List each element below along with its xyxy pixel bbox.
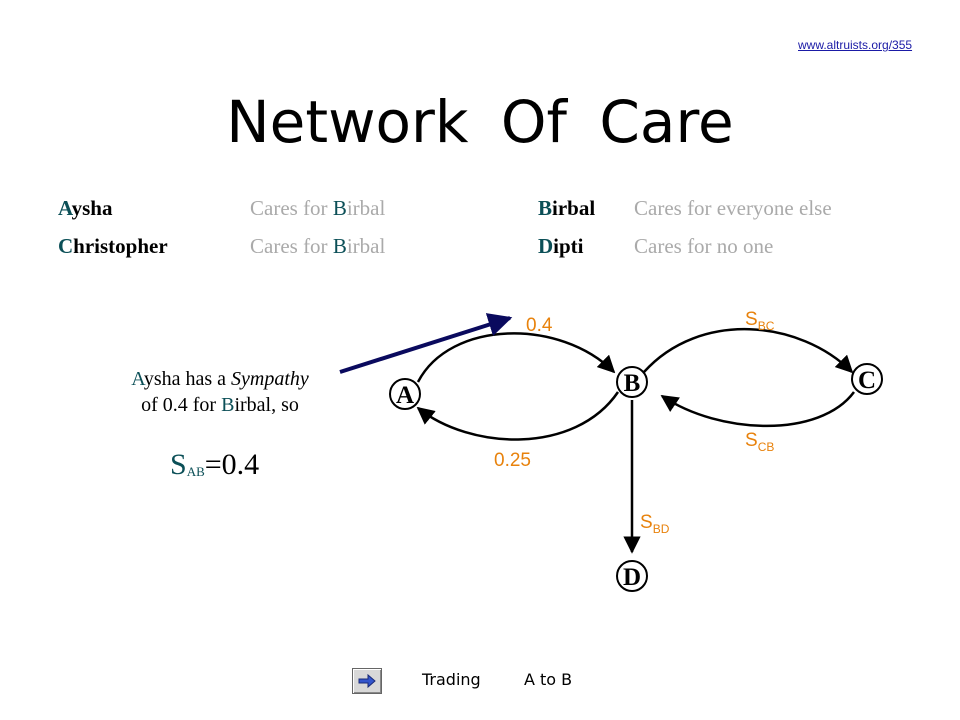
edge-b-to-c <box>643 327 854 374</box>
label-a-to-b: 0.4 <box>526 315 553 336</box>
svg-text:C: C <box>858 367 876 394</box>
altruists-link[interactable]: www.altruists.org/355 <box>798 38 913 52</box>
svg-text:A: A <box>396 382 414 409</box>
node-d: D <box>616 560 648 592</box>
person-dipti: Dipti <box>538 234 584 258</box>
node-a: A <box>389 378 421 410</box>
footer-trading[interactable]: Trading <box>422 670 481 689</box>
label-b-to-c: SBC <box>745 309 775 333</box>
person-christopher: Christopher <box>58 234 168 258</box>
node-b: B <box>616 366 648 398</box>
label-c-to-b: SCB <box>745 430 774 454</box>
edge-a-to-b <box>416 332 616 383</box>
page-title: Network Of Care <box>226 88 734 156</box>
arrow-right-icon <box>358 673 376 689</box>
person-dipti-desc: Cares for no one <box>634 234 774 258</box>
footer-nav: Trading A to B <box>0 668 960 696</box>
next-slide-button[interactable] <box>352 668 382 694</box>
node-c: C <box>851 363 883 395</box>
edge-b-to-a <box>416 391 620 441</box>
sympathy-equation: SAB=0.4 <box>170 448 260 481</box>
svg-text:B: B <box>624 370 641 397</box>
label-b-to-d: SBD <box>640 512 670 536</box>
person-birbal: Birbal <box>538 196 596 220</box>
svg-text:D: D <box>623 564 641 591</box>
edge-c-to-b <box>660 391 856 428</box>
person-birbal-desc: Cares for everyone else <box>634 196 832 220</box>
sympathy-note: Aysha has a Sympathy of 0.4 for Birbal, … <box>131 368 309 416</box>
person-christopher-desc: Cares for Birbal <box>250 234 386 258</box>
label-b-to-a: 0.25 <box>494 450 531 471</box>
pointer-arrow <box>339 313 513 374</box>
footer-a-to-b[interactable]: A to B <box>524 670 573 689</box>
person-aysha: Aysha <box>58 196 113 220</box>
person-aysha-desc: Cares for Birbal <box>250 196 386 220</box>
